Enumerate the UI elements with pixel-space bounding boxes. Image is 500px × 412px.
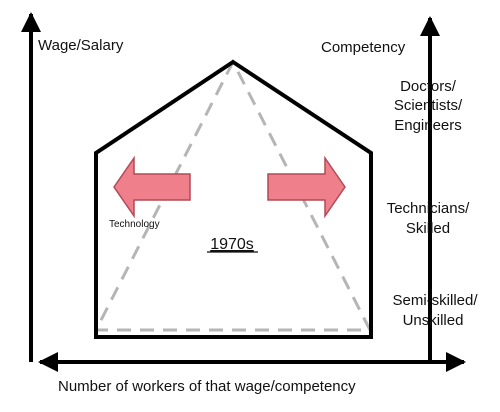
right-expansion-arrow [267,155,346,219]
tier-middle-line-2: Skilled [406,220,450,237]
tier-bottom-line-1: Semi-skilled/ [392,292,478,309]
x-axis-label: Number of workers of that wage/competenc… [58,378,356,395]
era-label: 1970s [210,236,254,253]
distribution-outline [94,59,373,339]
left-expansion-arrow [113,155,191,219]
technology-label: Technology [109,219,160,230]
tier-top-line-1: Doctors/ [400,78,457,95]
tier-bottom-line-2: Unskilled [403,312,464,329]
tier-top-line-3: Engineers [394,117,462,134]
y-axis-label-competency: Competency [321,39,406,56]
y-axis-label-wage: Wage/Salary [38,37,124,54]
tier-middle-line-1: Technicians/ [387,200,470,217]
tier-top-line-2: Scientists/ [394,97,463,114]
